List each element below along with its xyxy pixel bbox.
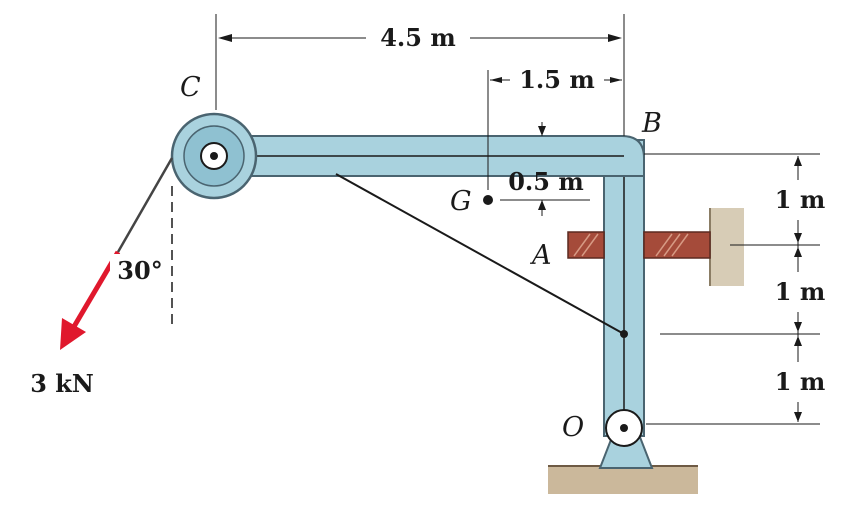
ground [548,466,698,494]
guide-block-right [643,231,711,259]
point-label-O: O [562,412,584,443]
cable [335,173,625,335]
cable-anchor [620,330,628,338]
rope [116,157,174,253]
dim-arrow [490,77,502,83]
load-label: 3 kN [30,369,94,398]
dim-label-1m-bottom: 1 m [775,367,825,396]
pin-O-center [620,424,628,432]
dim-label-1m-top: 1 m [775,185,825,214]
dim-label-0-5: 0.5 m [508,167,584,196]
label-bg [762,180,836,220]
dim-label-1-5: 1.5 m [519,65,595,94]
label-bg [762,272,836,312]
dim-right-arrows [794,156,802,422]
label-bg [762,362,836,402]
dim-arrow [538,126,546,136]
point-label-B: B [641,108,662,139]
angle-label: 30° [117,256,162,285]
mass-center-G [483,195,493,205]
dim-arrow [608,34,622,42]
block-hatch [573,233,689,257]
wall [710,208,744,286]
dim-label-1m-mid: 1 m [775,277,825,306]
pulley-center [210,152,218,160]
dim-arrow [218,34,232,42]
point-label-A: A [529,240,552,271]
dim-label-4-5: 4.5 m [380,23,456,52]
guide-block-left [567,231,605,259]
point-label-C: C [180,72,201,103]
point-label-G: G [450,186,472,217]
label-bg [110,254,170,286]
dim-arrow [610,77,622,83]
load-arrow-head [60,318,86,350]
dim-arrow [538,200,546,210]
